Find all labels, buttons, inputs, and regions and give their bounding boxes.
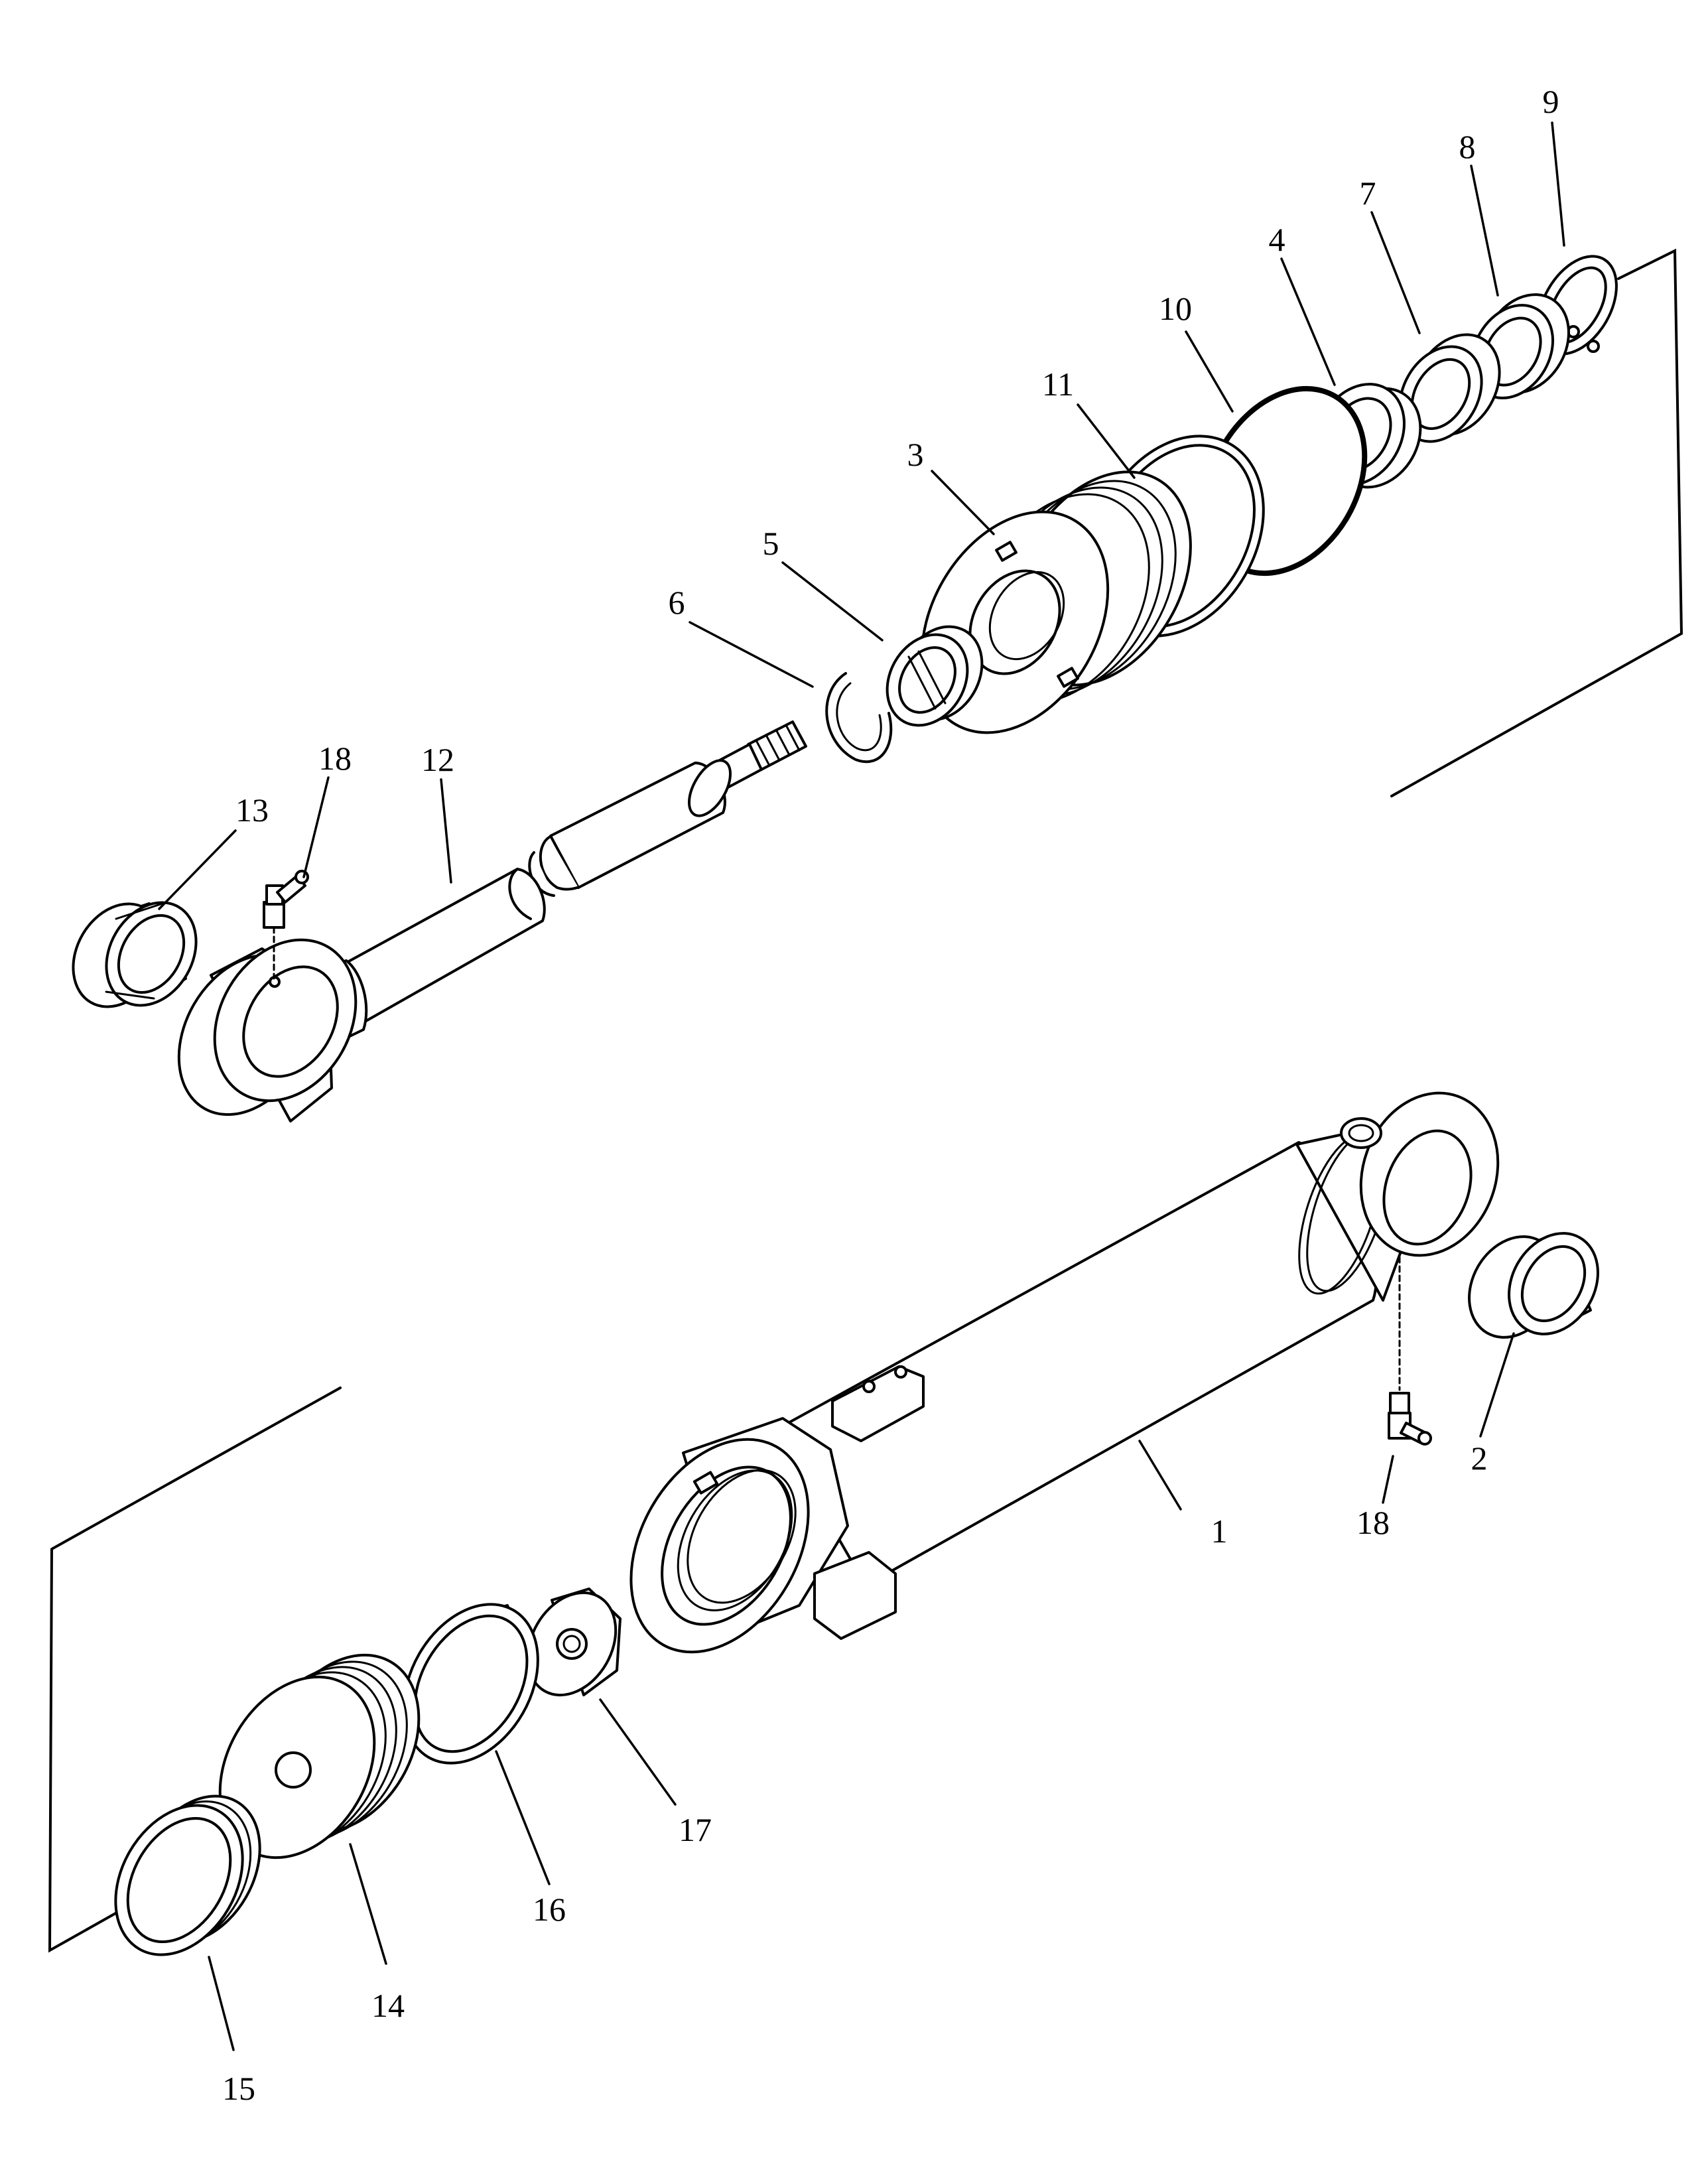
callout-13: 13 (235, 791, 269, 829)
callout-17: 17 (679, 1811, 712, 1848)
snap-ring-part-6 (825, 672, 893, 764)
piston-rod-part-12 (322, 720, 807, 1042)
callout-6: 6 (669, 584, 685, 621)
callout-16: 16 (533, 1891, 566, 1928)
callout-5: 5 (763, 525, 779, 562)
callout-labels: 9 8 7 4 10 11 3 5 6 12 18 13 1 18 2 17 1… (222, 83, 1559, 2107)
nut-part-17 (526, 1588, 622, 1697)
leader-lines (158, 121, 1565, 2051)
wear-ring-part-16 (403, 1603, 539, 1765)
rod-seal-part-5 (886, 625, 984, 727)
callout-2: 2 (1471, 1440, 1488, 1477)
callout-14: 14 (371, 1987, 405, 2024)
callout-4: 4 (1269, 221, 1285, 258)
callout-11: 11 (1042, 366, 1074, 403)
piston-part-14 (218, 1653, 421, 1860)
grease-fitting-part-18-upper (263, 870, 309, 980)
bushing-part-2 (1468, 1232, 1599, 1339)
grease-fitting-part-18-lower (1388, 1256, 1432, 1446)
callout-12: 12 (421, 741, 454, 778)
callout-18-lower: 18 (1356, 1504, 1390, 1541)
callout-3: 3 (907, 436, 924, 473)
callout-9: 9 (1543, 83, 1559, 120)
callout-15: 15 (222, 2070, 255, 2107)
callout-8: 8 (1459, 128, 1476, 165)
callout-7: 7 (1360, 174, 1376, 212)
cylinder-tube-part-1 (629, 1091, 1500, 1654)
eye-bushing-part-13 (72, 901, 198, 1008)
frame-lines-lower (48, 1387, 342, 1953)
callout-1: 1 (1211, 1513, 1228, 1550)
frame-lines-upper (1390, 248, 1683, 797)
rod-eye (177, 938, 358, 1122)
rod-packing-part-7 (1398, 333, 1501, 443)
callout-10: 10 (1159, 290, 1192, 327)
callout-18-upper: 18 (318, 740, 352, 777)
piston-ring-part-15 (114, 1794, 261, 1956)
